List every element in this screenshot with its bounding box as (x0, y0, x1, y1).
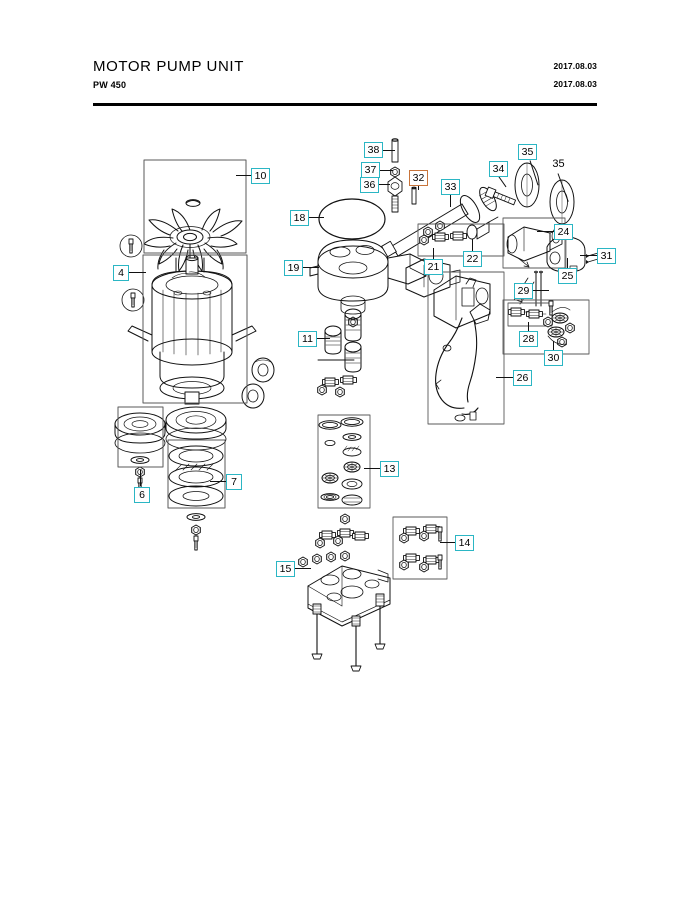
callout-29[interactable]: 29 (514, 283, 533, 299)
callout-4[interactable]: 4 (113, 265, 129, 281)
page-header: MOTOR PUMP UNIT PW 450 2017.08.03 2017.0… (93, 58, 597, 110)
callout-13[interactable]: 13 (380, 461, 399, 477)
callout-34[interactable]: 34 (489, 161, 508, 177)
callout-36[interactable]: 36 (360, 177, 379, 193)
callout-14[interactable]: 14 (455, 535, 474, 551)
callout-35-top[interactable]: 35 (518, 144, 537, 160)
callout-21[interactable]: 21 (424, 259, 443, 275)
callout-38[interactable]: 38 (364, 142, 383, 158)
header-divider (93, 103, 597, 106)
callout-30[interactable]: 30 (544, 350, 563, 366)
callout-25[interactable]: 25 (558, 268, 577, 284)
callout-15[interactable]: 15 (276, 561, 295, 577)
callout-35-right[interactable]: 35 (552, 158, 565, 170)
revision-date-secondary: 2017.08.03 (553, 79, 597, 89)
callout-37[interactable]: 37 (361, 162, 380, 178)
callout-32[interactable]: 32 (409, 170, 428, 186)
page-title: MOTOR PUMP UNIT (93, 58, 244, 75)
callout-22[interactable]: 22 (463, 251, 482, 267)
callout-26[interactable]: 26 (513, 370, 532, 386)
callout-19[interactable]: 19 (284, 260, 303, 276)
callout-11[interactable]: 11 (298, 331, 317, 347)
callout-6[interactable]: 6 (134, 487, 150, 503)
callout-18[interactable]: 18 (290, 210, 309, 226)
callout-28[interactable]: 28 (519, 331, 538, 347)
callout-10[interactable]: 10 (251, 168, 270, 184)
revision-date-primary: 2017.08.03 (553, 61, 597, 71)
callout-31[interactable]: 31 (597, 248, 616, 264)
model-designation: PW 450 (93, 80, 127, 90)
callout-24[interactable]: 24 (554, 224, 573, 240)
callout-7[interactable]: 7 (226, 474, 242, 490)
callout-33[interactable]: 33 (441, 179, 460, 195)
